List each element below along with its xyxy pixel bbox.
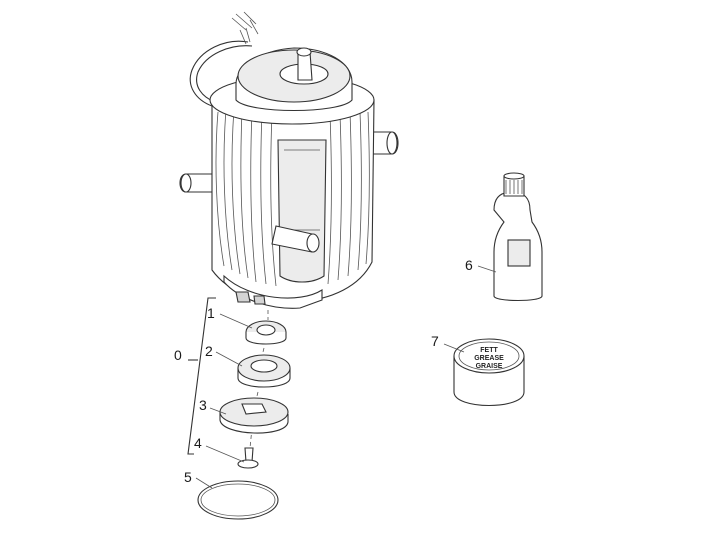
terminal-box — [277, 139, 327, 283]
motor-cable — [189, 11, 259, 107]
callout-2: 2 — [205, 343, 213, 359]
callout-7: 7 — [431, 333, 439, 349]
callout-3: 3 — [199, 397, 207, 413]
callout-1: 1 — [207, 305, 215, 321]
kit-bracket — [187, 297, 216, 455]
electric-motor — [179, 11, 399, 309]
fan-disc — [219, 397, 289, 434]
leader-lines — [195, 265, 497, 489]
grease-can-text-line1: FETT — [480, 347, 498, 354]
grease-can: FETT GREASE GRAISE — [453, 338, 525, 406]
oil-bottle — [493, 172, 543, 302]
motor-cooling-fins — [215, 109, 370, 287]
callout-6: 6 — [465, 257, 473, 273]
o-ring — [197, 480, 279, 520]
grease-can-text-line2: GREASE — [474, 355, 504, 362]
grease-can-text-line3: GRAISE — [476, 363, 503, 370]
callout-4: 4 — [194, 435, 202, 451]
bearing-large — [237, 354, 291, 388]
callout-0: 0 — [174, 347, 182, 363]
screw — [237, 447, 259, 469]
callout-5: 5 — [184, 469, 192, 485]
bearing-small — [245, 320, 287, 345]
